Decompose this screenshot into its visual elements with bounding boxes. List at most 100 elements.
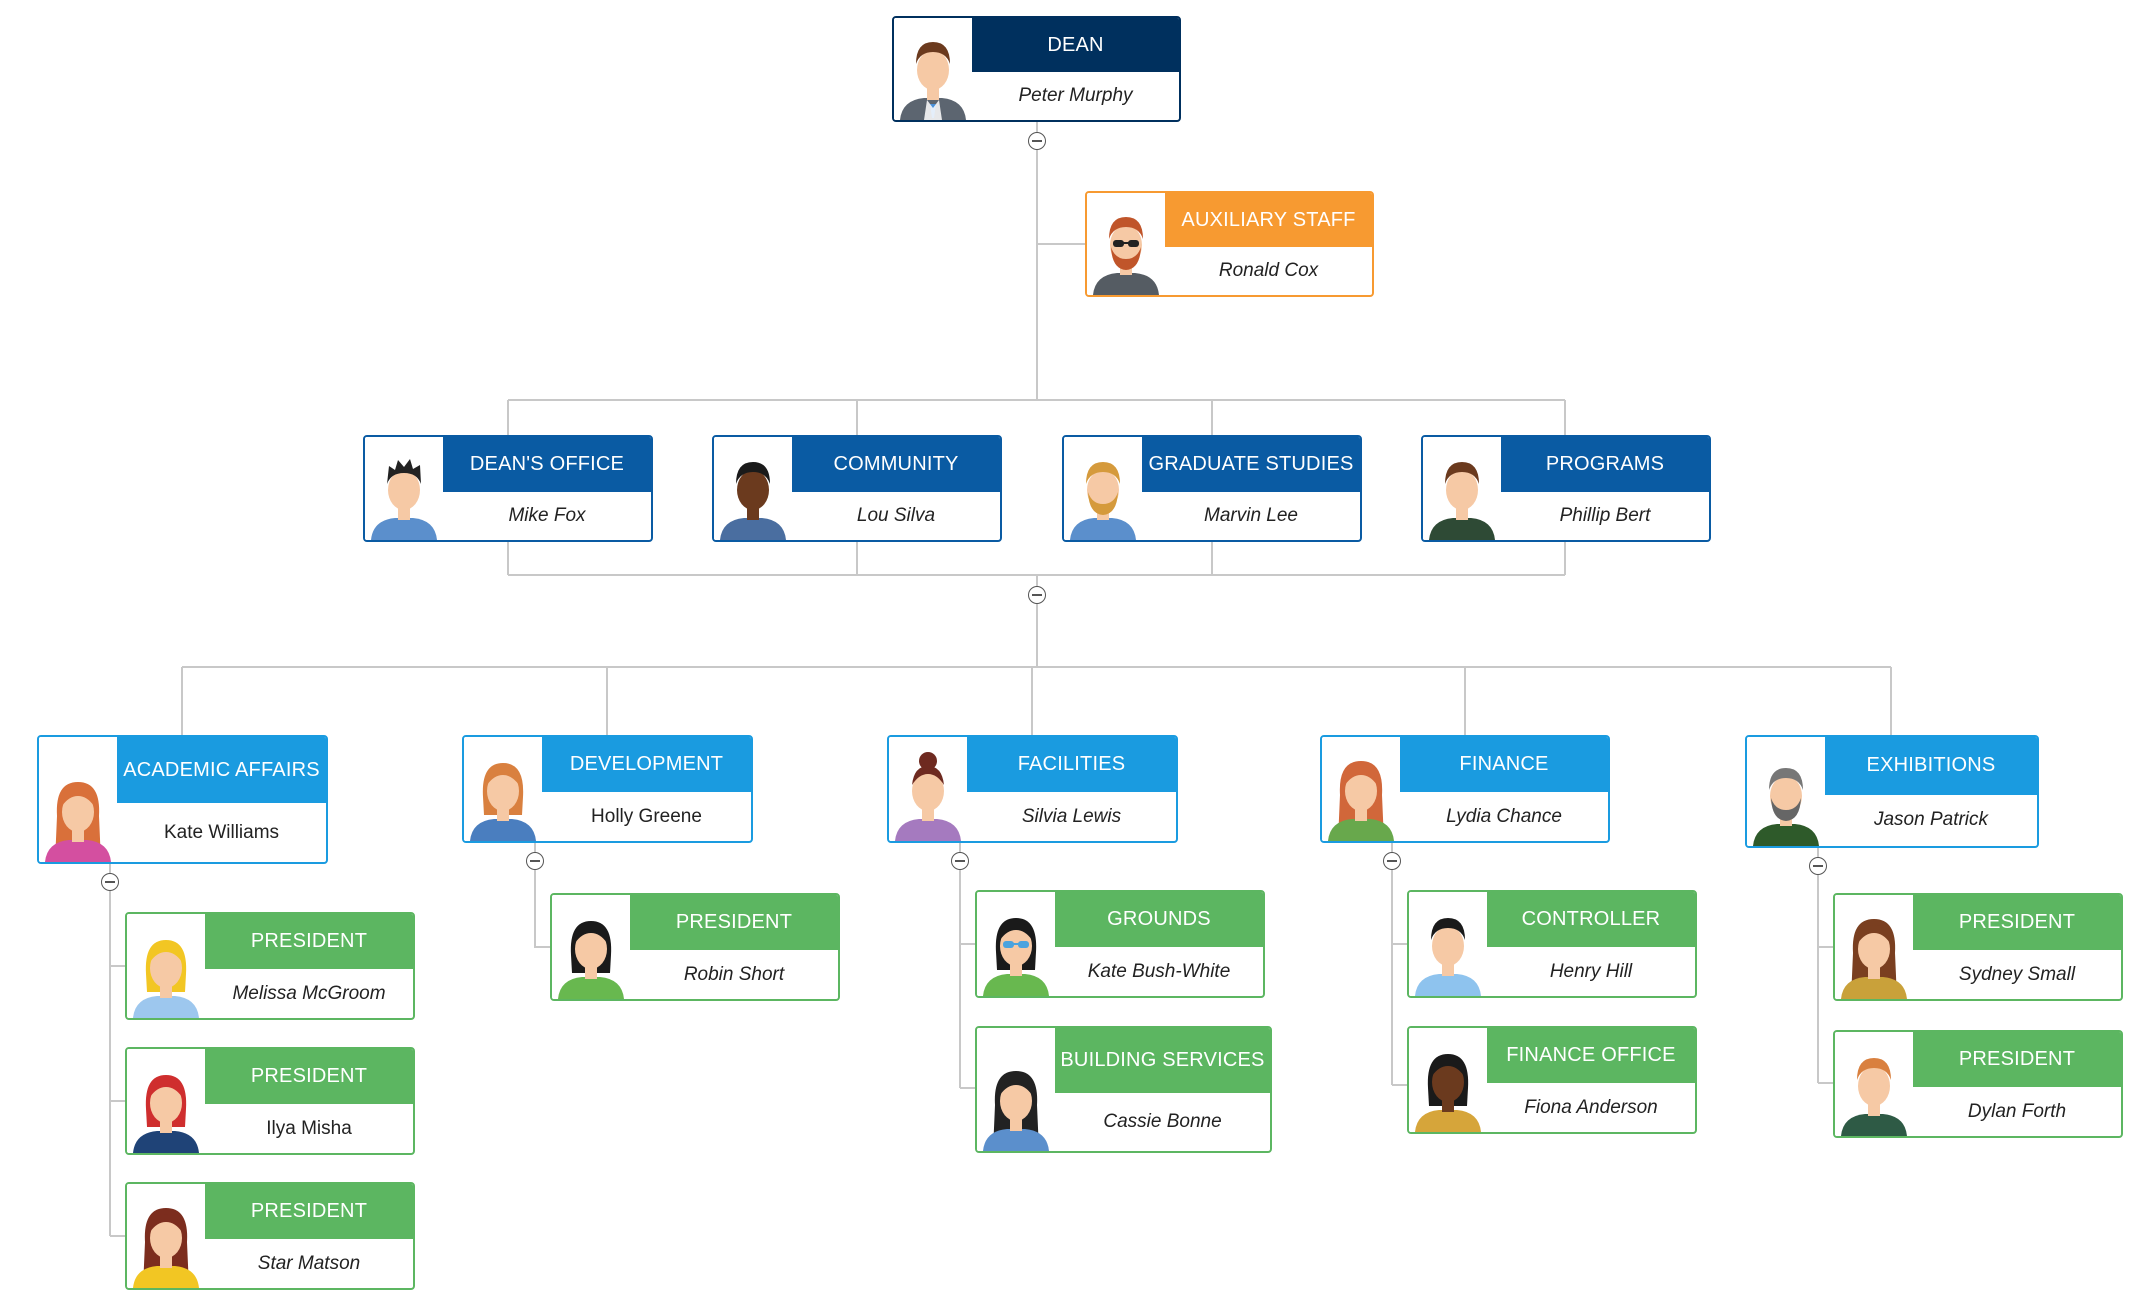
node-aa-president-1[interactable]: PRESIDENT Melissa McGroom (125, 912, 415, 1020)
auburn-hair-woman-avatar-icon (127, 1184, 205, 1288)
node-name: Kate Bush-White (1087, 960, 1231, 982)
node-title: FINANCE OFFICE (1487, 1028, 1695, 1084)
node-name: Ilya Misha (266, 1117, 352, 1139)
brown-long-hair-woman-avatar-icon (1835, 895, 1913, 999)
collapse-toggle-facilities[interactable] (951, 852, 969, 870)
red-beard-sunglasses-avatar-icon (1087, 193, 1165, 295)
node-title: COMMUNITY (792, 437, 1000, 492)
black-hair-person-avatar-icon (552, 895, 630, 999)
red-long-hair-woman-avatar-icon (1322, 737, 1400, 841)
node-title: DEAN'S OFFICE (443, 437, 651, 492)
connector-dept-drops (507, 400, 1566, 437)
node-name: Holly Greene (591, 805, 702, 827)
sunglasses-woman-avatar-icon (977, 892, 1055, 996)
node-name: Dylan Forth (1967, 1100, 2067, 1122)
node-controller[interactable]: CONTROLLER Henry Hill (1407, 890, 1697, 998)
node-exhibitions[interactable]: EXHIBITIONS Jason Patrick (1745, 735, 2039, 848)
node-title: EXHIBITIONS (1825, 737, 2037, 795)
node-name: Lou Silva (856, 504, 936, 526)
node-name: Star Matson (257, 1252, 361, 1274)
node-dean[interactable]: DEAN Peter Murphy (892, 16, 1181, 122)
node-finance-office[interactable]: FINANCE OFFICE Fiona Anderson (1407, 1026, 1697, 1134)
spiky-hair-avatar-icon (365, 437, 443, 540)
ginger-hair-man-avatar-icon (1835, 1032, 1913, 1136)
node-title: FINANCE (1400, 737, 1608, 793)
node-development[interactable]: DEVELOPMENT Holly Greene (462, 735, 753, 843)
node-title: GROUNDS (1055, 892, 1263, 948)
node-title: CONTROLLER (1487, 892, 1695, 948)
dark-skin-woman-avatar-icon (1409, 1028, 1487, 1132)
node-title: PRESIDENT (205, 914, 413, 970)
blonde-woman-avatar-icon (127, 914, 205, 1018)
man-suit-avatar-icon (894, 18, 972, 120)
node-graduate-studies[interactable]: GRADUATE STUDIES Marvin Lee (1062, 435, 1362, 542)
connector-dept-rises (507, 540, 1566, 575)
node-programs[interactable]: PROGRAMS Phillip Bert (1421, 435, 1711, 542)
node-title: PRESIDENT (1913, 1032, 2121, 1088)
node-community[interactable]: COMMUNITY Lou Silva (712, 435, 1002, 542)
connector-dev-child (534, 843, 550, 948)
collapse-toggle-departments[interactable] (1028, 586, 1046, 604)
node-name: Phillip Bert (1559, 504, 1651, 526)
node-title: AUXILIARY STAFF (1165, 193, 1372, 248)
connector-div-drops (181, 667, 1892, 735)
node-name: Kate Williams (163, 821, 280, 843)
node-title: FACILITIES (967, 737, 1176, 793)
ginger-bob-woman-avatar-icon (464, 737, 542, 841)
node-name: Silvia Lewis (1021, 805, 1122, 827)
dark-skin-man-avatar-icon (714, 437, 792, 540)
collapse-toggle-dean[interactable] (1028, 132, 1046, 150)
node-name: Peter Murphy (1018, 85, 1133, 107)
redhead-woman-avatar-icon (39, 737, 117, 862)
black-hair-man-avatar-icon (1409, 892, 1487, 996)
bun-hair-woman-avatar-icon (889, 737, 967, 841)
node-title: PRESIDENT (630, 895, 838, 951)
node-aa-president-2[interactable]: PRESIDENT Ilya Misha (125, 1047, 415, 1155)
node-name: Mike Fox (508, 504, 586, 526)
node-name: Ronald Cox (1218, 260, 1319, 282)
node-title: ACADEMIC AFFAIRS (117, 737, 326, 804)
node-academic-affairs[interactable]: ACADEMIC AFFAIRS Kate Williams (37, 735, 328, 864)
node-name: Sydney Small (1958, 963, 2076, 985)
connector-fin-children (1391, 843, 1407, 1086)
collapse-toggle-exhibitions[interactable] (1809, 857, 1827, 875)
node-name: Jason Patrick (1873, 809, 1989, 831)
node-name: Marvin Lee (1204, 504, 1298, 526)
node-title: DEVELOPMENT (542, 737, 751, 793)
node-title: PRESIDENT (1913, 895, 2121, 951)
node-title: PRESIDENT (205, 1049, 413, 1105)
connector-aa-children (109, 864, 125, 1237)
node-name: Cassie Bonne (1103, 1111, 1222, 1133)
node-exhibitions-president-1[interactable]: PRESIDENT Sydney Small (1833, 893, 2123, 1001)
node-deans-office[interactable]: DEAN'S OFFICE Mike Fox (363, 435, 653, 542)
node-name: Henry Hill (1549, 960, 1633, 982)
node-exhibitions-president-2[interactable]: PRESIDENT Dylan Forth (1833, 1030, 2123, 1138)
node-name: Lydia Chance (1446, 805, 1562, 827)
collapse-toggle-finance[interactable] (1383, 852, 1401, 870)
node-finance[interactable]: FINANCE Lydia Chance (1320, 735, 1610, 843)
collapse-toggle-academic-affairs[interactable] (101, 873, 119, 891)
brown-hair-man-avatar-icon (1423, 437, 1501, 540)
red-hair-woman-avatar-icon (127, 1049, 205, 1153)
node-name: Robin Short (683, 963, 785, 985)
node-title: BUILDING SERVICES (1055, 1028, 1270, 1094)
node-facilities[interactable]: FACILITIES Silvia Lewis (887, 735, 1178, 843)
collapse-toggle-development[interactable] (526, 852, 544, 870)
node-grounds[interactable]: GROUNDS Kate Bush-White (975, 890, 1265, 998)
gray-beard-man-avatar-icon (1747, 737, 1825, 846)
node-title: PRESIDENT (205, 1184, 413, 1240)
connector-ex-children (1817, 848, 1833, 1084)
node-building-services[interactable]: BUILDING SERVICES Cassie Bonne (975, 1026, 1272, 1153)
node-name: Melissa McGroom (232, 982, 386, 1004)
connector-fac-children (959, 843, 975, 1089)
blond-beard-avatar-icon (1064, 437, 1142, 540)
node-title: DEAN (972, 18, 1179, 73)
node-name: Fiona Anderson (1524, 1096, 1658, 1118)
node-auxiliary-staff[interactable]: AUXILIARY STAFF Ronald Cox (1085, 191, 1374, 297)
node-development-president[interactable]: PRESIDENT Robin Short (550, 893, 840, 1001)
node-title: GRADUATE STUDIES (1142, 437, 1360, 492)
node-title: PROGRAMS (1501, 437, 1709, 492)
node-aa-president-3[interactable]: PRESIDENT Star Matson (125, 1182, 415, 1290)
